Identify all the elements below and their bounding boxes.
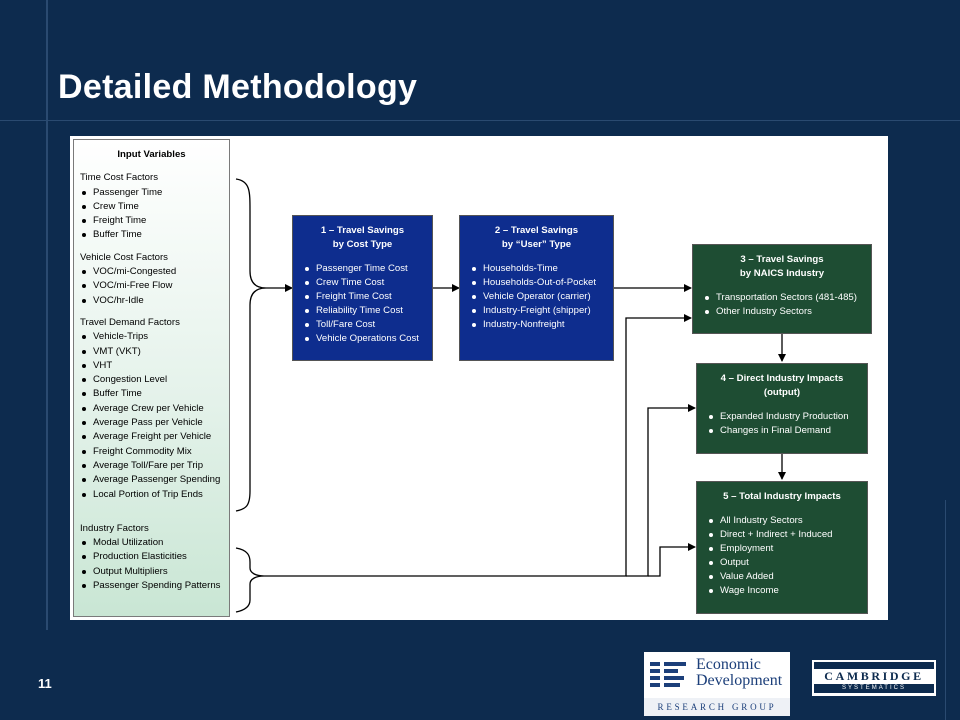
lower-brace [235, 547, 265, 613]
list-item: Transportation Sectors (481-485) [703, 291, 865, 305]
list-item: Production Elasticities [80, 550, 229, 564]
flow-connectors [235, 178, 786, 613]
list-item: Employment [707, 542, 861, 556]
list-item: Local Portion of Trip Ends [80, 488, 229, 502]
cambridge-systematics-logo: CAMBRIDGE SYSTEMATICS [812, 660, 936, 696]
decorative-horizontal-line [0, 120, 960, 121]
list-item: VOC/mi-Free Flow [80, 279, 229, 293]
input-variables-panel: Input Variables Time Cost Factors Passen… [73, 139, 230, 617]
decorative-vertical-line [46, 0, 48, 630]
list-item: Direct + Indirect + Induced [707, 528, 861, 542]
list-item: VOC/hr-Idle [80, 294, 229, 308]
list-item: Congestion Level [80, 373, 229, 387]
list-item: Modal Utilization [80, 536, 229, 550]
time-cost-factors-group: Time Cost Factors Passenger Time Crew Ti… [80, 171, 229, 242]
industry-factors-group: Industry Factors Modal Utilization Produ… [80, 522, 229, 593]
list-item: Industry-Freight (shipper) [470, 304, 607, 318]
box-title: 5 – Total Industry Impacts [703, 490, 861, 504]
group-label: Travel Demand Factors [80, 316, 180, 328]
list-item: Buffer Time [80, 228, 229, 242]
list-item: Output [707, 556, 861, 570]
list-item: Average Pass per Vehicle [80, 416, 229, 430]
list-item: Industry-Nonfreight [470, 318, 607, 332]
group-label: Time Cost Factors [80, 172, 159, 184]
group-label: Industry Factors [80, 522, 149, 534]
box-title-line: 2 – Travel Savings [494, 225, 579, 236]
travel-savings-by-naics-industry-box: 3 – Travel Savings by NAICS Industry Tra… [692, 244, 872, 334]
arrow-industry-to-box4 [626, 404, 696, 577]
box-title-line: 1 – Travel Savings [320, 225, 405, 236]
list-item: Reliability Time Cost [303, 304, 426, 318]
list-item: VOC/mi-Congested [80, 265, 229, 279]
list-item: Expanded Industry Production [707, 410, 861, 424]
page-number: 11 [38, 676, 52, 691]
travel-savings-by-cost-type-box: 1 – Travel Savings by Cost Type Passenge… [292, 215, 433, 361]
arrow-industry-to-box5 [648, 543, 696, 577]
list-item: Freight Commodity Mix [80, 445, 229, 459]
box-title-line: 4 – Direct Industry Impacts [720, 373, 844, 384]
box-title-line: by “User” Type [501, 239, 572, 250]
travel-savings-by-user-type-box: 2 – Travel Savings by “User” Type Househ… [459, 215, 614, 361]
list-item: Output Multipliers [80, 565, 229, 579]
cs-name: CAMBRIDGE [824, 669, 924, 683]
box-title: 2 – Travel Savings by “User” Type [466, 224, 607, 252]
input-variables-heading: Input Variables [117, 149, 186, 160]
list-item: Freight Time Cost [303, 290, 426, 304]
slide-title: Detailed Methodology [58, 68, 418, 106]
list-item: All Industry Sectors [707, 514, 861, 528]
list-item: Toll/Fare Cost [303, 318, 426, 332]
upper-brace [235, 178, 267, 512]
methodology-diagram: Input Variables Time Cost Factors Passen… [70, 136, 888, 620]
list-item: Average Crew per Vehicle [80, 402, 229, 416]
box-title-line: 5 – Total Industry Impacts [723, 491, 841, 502]
box-title-line: by NAICS Industry [739, 268, 825, 279]
list-item: Freight Time [80, 214, 229, 228]
box-title-line: (output) [763, 387, 801, 398]
cs-subtitle: SYSTEMATICS [842, 685, 906, 691]
list-item: Passenger Spending Patterns [80, 579, 229, 593]
box-title-line: 3 – Travel Savings [740, 254, 824, 265]
total-industry-impacts-box: 5 – Total Industry Impacts All Industry … [696, 481, 868, 614]
box-title: 4 – Direct Industry Impacts (output) [703, 372, 861, 400]
list-item: Buffer Time [80, 387, 229, 401]
list-item: Crew Time [80, 200, 229, 214]
list-item: Average Passenger Spending [80, 473, 229, 487]
list-item: Vehicle Operator (carrier) [470, 290, 607, 304]
economic-development-research-group-logo: Economic Development RESEARCH GROUP [644, 652, 790, 716]
list-item: Crew Time Cost [303, 276, 426, 290]
list-item: Average Toll/Fare per Trip [80, 459, 229, 473]
cs-bottom-bar [814, 684, 934, 693]
box-title: 3 – Travel Savings by NAICS Industry [699, 253, 865, 281]
list-item: Passenger Time Cost [303, 262, 426, 276]
list-item: VHT [80, 359, 229, 373]
edr-mark-icon [650, 662, 686, 687]
list-item: VMT (VKT) [80, 345, 229, 359]
list-item: Households-Time [470, 262, 607, 276]
list-item: Other Industry Sectors [703, 305, 865, 319]
edr-subtitle: RESEARCH GROUP [644, 698, 790, 716]
direct-industry-impacts-box: 4 – Direct Industry Impacts (output) Exp… [696, 363, 868, 454]
list-item: Average Freight per Vehicle [80, 430, 229, 444]
list-item: Vehicle-Trips [80, 330, 229, 344]
box-title: 1 – Travel Savings by Cost Type [299, 224, 426, 252]
list-item: Passenger Time [80, 186, 229, 200]
arrow-industry-to-box3 [264, 314, 692, 577]
edr-name-line2: Development [696, 672, 783, 689]
edr-name-line1: Economic [696, 656, 761, 673]
list-item: Changes in Final Demand [707, 424, 861, 438]
vehicle-cost-factors-group: Vehicle Cost Factors VOC/mi-Congested VO… [80, 251, 229, 308]
box-title-line: by Cost Type [332, 239, 393, 250]
cs-top-bar [814, 662, 934, 669]
list-item: Households-Out-of-Pocket [470, 276, 607, 290]
list-item: Value Added [707, 570, 861, 584]
decorative-vertical-line-right [945, 500, 946, 720]
group-label: Vehicle Cost Factors [80, 251, 168, 263]
list-item: Wage Income [707, 584, 861, 598]
list-item: Vehicle Operations Cost [303, 332, 426, 346]
travel-demand-factors-group: Travel Demand Factors Vehicle-Trips VMT … [80, 316, 229, 502]
